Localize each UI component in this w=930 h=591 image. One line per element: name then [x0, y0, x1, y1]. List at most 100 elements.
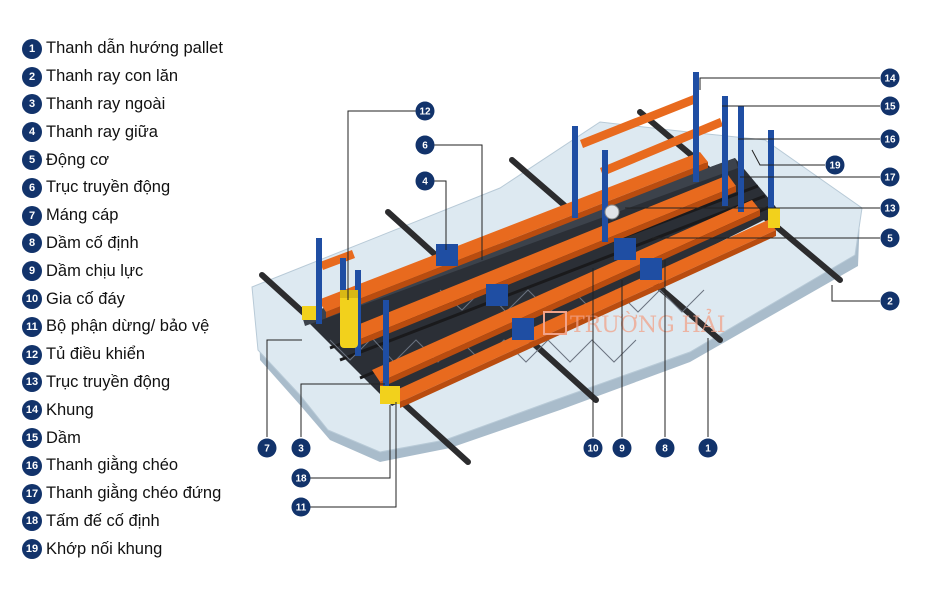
svg-text:11: 11	[296, 503, 307, 514]
legend-number-badge: 9	[22, 261, 42, 282]
legend-number-badge: 10	[22, 289, 42, 310]
legend-label: Thanh ray ngoài	[46, 94, 166, 113]
legend-label: Dầm	[46, 428, 81, 447]
svg-text:16: 16	[884, 135, 896, 146]
callout-14: 14	[880, 68, 900, 88]
svg-text:8: 8	[662, 444, 668, 455]
legend-label: Thanh giằng chéo	[46, 456, 179, 475]
legend-number-badge: 18	[22, 511, 42, 532]
legend-label: Dầm chịu lực	[46, 261, 144, 280]
svg-text:13: 13	[884, 204, 896, 215]
control-cabinet	[302, 208, 780, 404]
svg-text:9: 9	[619, 444, 625, 455]
watermark-text: TRƯỜNG HẢI	[570, 308, 725, 338]
legend-label: Máng cáp	[46, 206, 119, 225]
upper-beams	[320, 94, 723, 300]
legend-number-badge: 16	[22, 455, 42, 476]
legend-number-badge: 11	[22, 316, 42, 337]
legend-number-badge: 8	[22, 233, 42, 254]
legend-label: Thanh giằng chéo đứng	[46, 484, 222, 503]
callout-badges: 14 15 16 19 17 13 5 2 12 6 4 7 3 18 11 1…	[257, 68, 900, 517]
legend-label: Dầm cố định	[46, 233, 139, 252]
callout-9: 9	[612, 438, 632, 458]
legend-label: Động cơ	[46, 150, 110, 169]
callout-7: 7	[257, 438, 277, 458]
legend-number-badge: 15	[22, 428, 42, 449]
svg-text:1: 1	[705, 444, 711, 455]
callout-17: 17	[880, 167, 900, 187]
svg-text:12: 12	[419, 107, 431, 118]
legend-label: Tấm đế cố định	[46, 511, 160, 530]
callout-3: 3	[291, 438, 311, 458]
svg-text:7: 7	[264, 444, 270, 455]
legend-label: Tủ điều khiển	[46, 345, 146, 364]
svg-text:5: 5	[887, 234, 893, 245]
callout-12: 12	[415, 101, 435, 121]
leader-lines	[266, 77, 880, 508]
legend-label: Thanh dẫn hướng pallet	[46, 39, 223, 58]
legend-number-badge: 5	[22, 150, 42, 171]
legend-number-badge: 6	[22, 177, 42, 198]
legend-number-badge: 3	[22, 94, 42, 115]
watermark-logo: TRƯỜNG HẢI	[543, 308, 725, 338]
legend-label: Khung	[46, 400, 94, 419]
legend-label: Thanh ray giữa	[46, 122, 158, 141]
legend-label: Bộ phận dừng/ bảo vệ	[46, 317, 210, 336]
legend-number-badge: 2	[22, 66, 42, 87]
legend-label: Trục truyền động	[46, 178, 171, 197]
legend-label: Khớp nối khung	[46, 539, 163, 558]
legend-number-badge: 12	[22, 344, 42, 365]
callout-6: 6	[415, 135, 435, 155]
svg-text:10: 10	[587, 444, 599, 455]
legend-number-badge: 4	[22, 122, 42, 143]
legend-number-badge: 7	[22, 205, 42, 226]
callout-15: 15	[880, 96, 900, 116]
callout-1: 1	[698, 438, 718, 458]
legend-label: Trục truyền động	[46, 372, 171, 391]
svg-text:19: 19	[829, 161, 841, 172]
callout-8: 8	[655, 438, 675, 458]
svg-text:6: 6	[422, 141, 428, 152]
motor	[604, 204, 620, 220]
legend-number-badge: 13	[22, 372, 42, 393]
callout-11: 11	[291, 497, 311, 517]
legend-number-badge: 1	[22, 38, 42, 59]
legend-number-badge: 14	[22, 400, 42, 421]
svg-text:4: 4	[422, 177, 428, 188]
callout-5: 5	[880, 228, 900, 248]
orange-beams	[318, 152, 776, 408]
callout-18: 18	[291, 468, 311, 488]
connection-plates	[436, 238, 662, 340]
callout-19: 19	[825, 155, 845, 175]
legend-label: Gia cố đáy	[46, 289, 125, 308]
callout-10: 10	[583, 438, 603, 458]
svg-text:17: 17	[884, 173, 896, 184]
callout-13: 13	[880, 198, 900, 218]
svg-text:15: 15	[884, 102, 896, 113]
legend-number-badge: 17	[22, 483, 42, 504]
legend-label: Thanh ray con lăn	[46, 67, 179, 86]
svg-text:3: 3	[298, 444, 304, 455]
svg-text:2: 2	[887, 297, 893, 308]
callout-2: 2	[880, 291, 900, 311]
